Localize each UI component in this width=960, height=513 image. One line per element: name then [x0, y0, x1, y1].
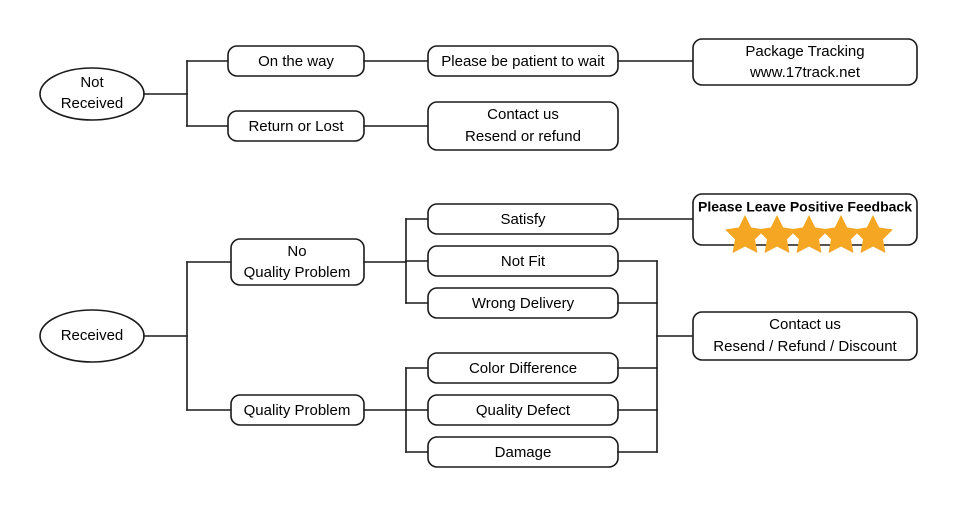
node-return-or-lost[interactable]: Return or Lost	[227, 110, 365, 142]
node-wrong-delivery[interactable]: Wrong Delivery	[427, 287, 619, 319]
node-no-quality-problem[interactable]: No Quality Problem	[230, 238, 365, 286]
not-received-label-line1: Not	[80, 74, 104, 91]
package-tracking-box	[692, 38, 918, 86]
please-be-patient-label: Please be patient to wait	[441, 53, 605, 70]
received-label: Received	[61, 327, 124, 344]
not-received-label-line2: Received	[61, 95, 124, 112]
on-the-way-label: On the way	[258, 53, 334, 70]
node-positive-feedback[interactable]: Please Leave Positive Feedback	[692, 193, 918, 253]
node-damage[interactable]: Damage	[427, 436, 619, 468]
contact-resend-refund-label-line2: Resend or refund	[465, 128, 581, 145]
star-icon	[757, 215, 797, 253]
star-icon	[853, 215, 893, 253]
damage-label: Damage	[495, 444, 552, 461]
star-icon	[789, 215, 829, 253]
star-rating	[725, 215, 893, 253]
node-received[interactable]: Received	[39, 309, 145, 363]
contact-resend-refund-label-line1: Contact us	[487, 106, 559, 123]
node-contact-resend-refund[interactable]: Contact us Resend or refund	[427, 101, 619, 151]
node-please-be-patient[interactable]: Please be patient to wait	[427, 45, 619, 77]
node-package-tracking[interactable]: Package Tracking www.17track.net	[692, 38, 918, 86]
contact-resend-refund-discount-label-line2: Resend / Refund / Discount	[713, 338, 897, 355]
node-not-fit[interactable]: Not Fit	[427, 245, 619, 277]
wrong-delivery-label: Wrong Delivery	[472, 295, 575, 312]
color-difference-label: Color Difference	[469, 360, 577, 377]
node-satisfy[interactable]: Satisfy	[427, 203, 619, 235]
no-quality-problem-label-line1: No	[287, 243, 306, 260]
package-tracking-label-line2: www.17track.net	[749, 64, 861, 81]
quality-defect-label: Quality Defect	[476, 402, 571, 419]
node-on-the-way[interactable]: On the way	[227, 45, 365, 77]
return-or-lost-label: Return or Lost	[248, 118, 344, 135]
node-quality-problem[interactable]: Quality Problem	[230, 394, 365, 426]
quality-problem-label: Quality Problem	[244, 402, 351, 419]
star-icon	[821, 215, 861, 253]
star-icon	[725, 215, 765, 253]
satisfy-label: Satisfy	[500, 211, 546, 228]
node-quality-defect[interactable]: Quality Defect	[427, 394, 619, 426]
contact-resend-refund-discount-box	[692, 311, 918, 361]
node-color-difference[interactable]: Color Difference	[427, 352, 619, 384]
no-quality-problem-label-line2: Quality Problem	[244, 264, 351, 281]
node-not-received[interactable]: Not Received	[39, 67, 145, 121]
contact-resend-refund-box	[427, 101, 619, 151]
contact-resend-refund-discount-label-line1: Contact us	[769, 316, 841, 333]
node-contact-resend-refund-discount[interactable]: Contact us Resend / Refund / Discount	[692, 311, 918, 361]
package-tracking-label-line1: Package Tracking	[745, 43, 864, 60]
positive-feedback-label: Please Leave Positive Feedback	[698, 199, 912, 215]
not-fit-label: Not Fit	[501, 253, 546, 270]
